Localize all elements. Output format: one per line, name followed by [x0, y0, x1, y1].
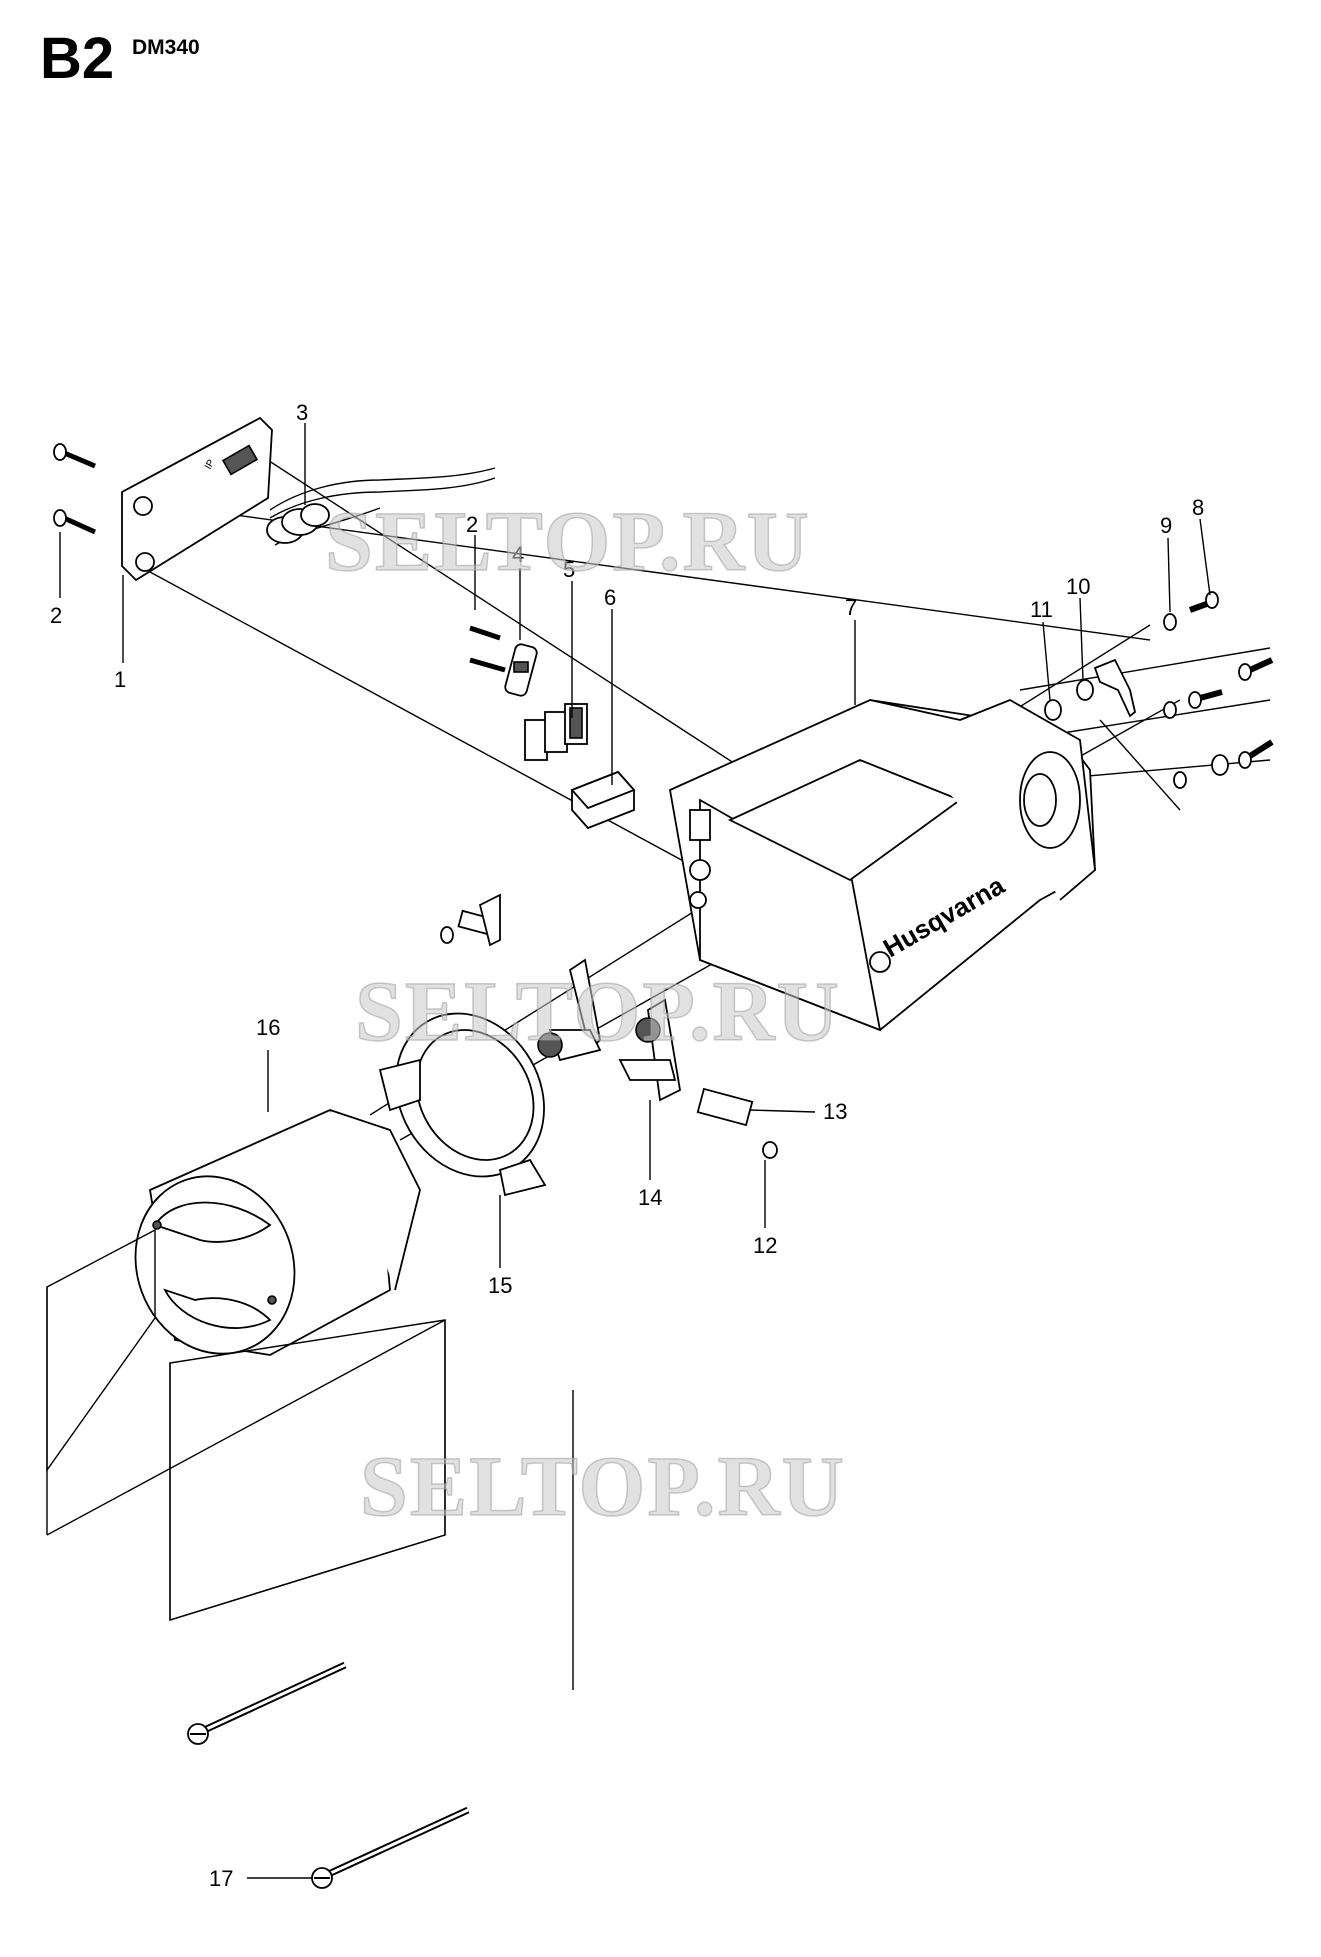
part-16-stator [134, 1108, 421, 1356]
callout-12: 12 [753, 1233, 777, 1258]
part-9-washer [1163, 613, 1177, 631]
watermark-middle: SELTOP.RU [355, 963, 841, 1059]
part-15-brush-ring [378, 1012, 547, 1197]
callout-16: 16 [256, 1015, 280, 1040]
part-5-switch [524, 703, 588, 761]
part-6-capacitor [570, 770, 636, 830]
callout-13: 13 [823, 1099, 847, 1124]
alignment-frames [46, 1228, 574, 1690]
brush-holder-center [537, 958, 602, 1062]
callout-14: 14 [638, 1185, 662, 1210]
callout-leaders [59, 423, 1211, 1879]
callout-11: 11 [1030, 597, 1053, 622]
callout-9: 9 [1160, 513, 1172, 538]
part-3-cable [266, 467, 496, 546]
brush-holder-left [440, 893, 501, 947]
callout-numbers: 1 2 2 3 4 5 6 7 8 9 10 11 12 13 14 15 16… [50, 400, 1204, 1891]
part-17-through-bolt-lower [311, 1806, 470, 1889]
part-2-screw-switch [469, 625, 506, 673]
callout-4: 4 [512, 542, 524, 567]
part-10-nut [1076, 679, 1094, 701]
callout-5: 5 [563, 557, 575, 582]
callout-17: 17 [209, 1866, 233, 1891]
watermark-top: SELTOP.RU [325, 493, 811, 589]
callout-10: 10 [1066, 574, 1090, 599]
fastener-set-right [1163, 657, 1274, 789]
watermark-bottom: SELTOP.RU [360, 1438, 846, 1534]
part-4-clamp [504, 643, 538, 697]
callout-7: 7 [845, 595, 857, 620]
part-12-screw [762, 1141, 778, 1159]
callout-15: 15 [488, 1273, 512, 1298]
part-17-through-bolt-upper [187, 1661, 347, 1745]
part-2-screw-upper [53, 443, 96, 469]
model-code: DM340 [132, 36, 200, 59]
part-1-cover-plate: IP [121, 416, 273, 582]
callout-8: 8 [1192, 495, 1204, 520]
part-13-carbon-brush [696, 1087, 754, 1127]
part-8-bolt [1188, 591, 1219, 613]
bracket [1093, 658, 1137, 718]
part-11-washer [1044, 699, 1062, 721]
callout-6: 6 [604, 585, 616, 610]
part-2-screw-lower [53, 509, 97, 535]
watermarks: SELTOP.RU SELTOP.RU SELTOP.RU [324, 492, 846, 1535]
callout-1: 1 [114, 667, 126, 692]
callout-3: 3 [296, 400, 308, 425]
callout-2-left: 2 [50, 603, 62, 628]
part-14-brush-holder [618, 998, 681, 1102]
callout-2-switch: 2 [466, 512, 478, 537]
section-code: B2 [40, 26, 115, 91]
